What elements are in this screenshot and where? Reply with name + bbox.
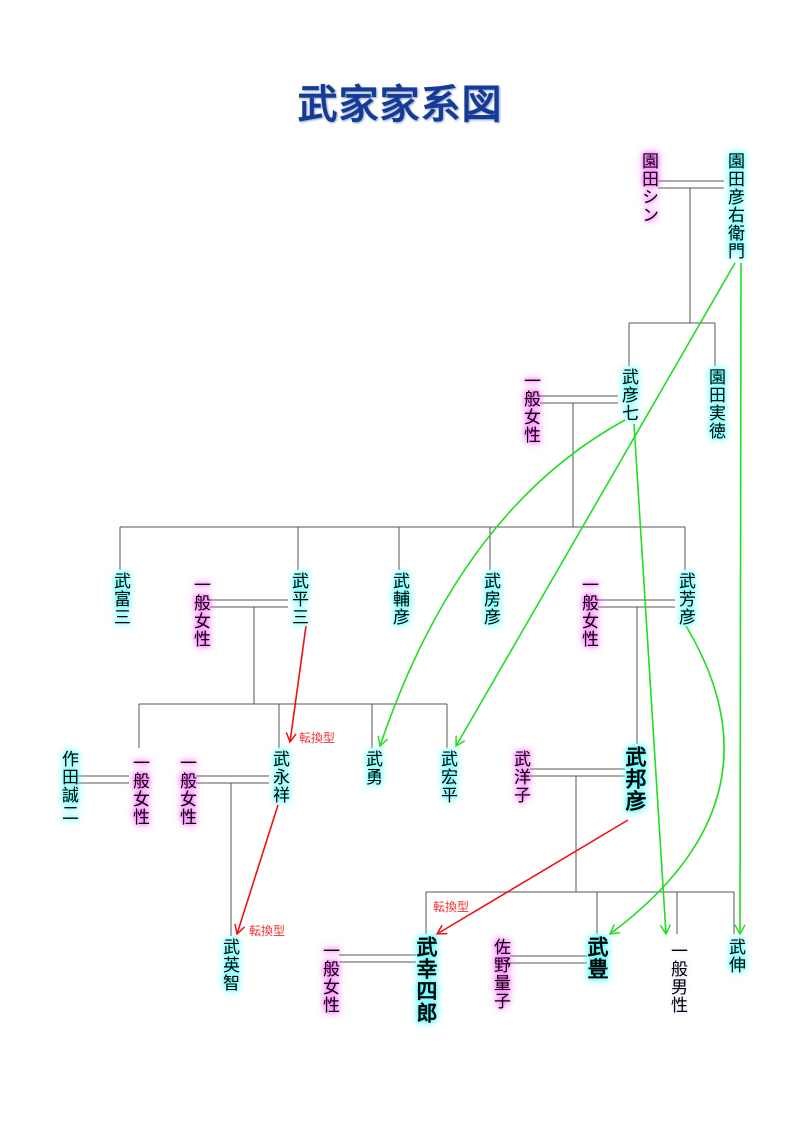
person-take-kohei: 武宏平: [437, 750, 457, 804]
person-sonoda-jitsutoku: 園田実徳: [705, 368, 725, 440]
person-take-hikoshichi: 武彦七: [618, 368, 638, 422]
person-sonoda-shin: 園田シン: [638, 152, 658, 224]
conversion-type-label: 転換型: [249, 924, 286, 938]
person-ippan-josei-6: 一般女性: [319, 942, 339, 1014]
person-take-shin: 武伸: [725, 938, 745, 974]
adoption-arrow-hikoshichi-to-ippan-dansei: [633, 423, 672, 936]
person-take-heizo: 武平三: [288, 572, 308, 626]
person-sakuta-seiji: 作田誠二: [58, 750, 78, 822]
person-ippan-dansei: 一般男性: [667, 942, 687, 1014]
person-ippan-josei-4: 一般女性: [129, 754, 149, 826]
person-take-fusahiko: 武房彦: [480, 572, 500, 626]
person-take-koshiro: 武幸四郎: [414, 936, 439, 1024]
conversion-type-label: 転換型: [299, 731, 336, 745]
adoption-arrow-hikouemon-to-shin: [734, 262, 746, 936]
conversion-arrow-kunihiko-to-koshiro: [435, 819, 629, 935]
person-ippan-josei-2: 一般女性: [190, 576, 210, 648]
page-title: 武家家系図: [297, 81, 503, 128]
person-take-yoshihiko: 武芳彦: [675, 572, 695, 626]
person-ippan-josei-5: 一般女性: [176, 754, 196, 826]
person-sonoda-hikouemon: 園田彦右衛門: [724, 152, 744, 260]
conversion-type-label: 転換型: [433, 900, 470, 914]
person-ippan-josei-1: 一般女性: [520, 372, 540, 444]
adoption-arrow-hikouemon-to-kohei: [455, 262, 736, 748]
person-take-kunihiko: 武邦彦: [623, 746, 648, 812]
conversion-arrow-heizo-to-nagayoshi: [285, 625, 307, 744]
person-take-hidenori: 武英智: [219, 938, 239, 992]
person-ippan-josei-3: 一般女性: [578, 576, 598, 648]
adoption-arrow-hikoshichi-to-isamu: [377, 419, 626, 748]
person-take-sukehiko: 武輔彦: [389, 572, 409, 626]
adoption-arrow-yoshihiko-to-yutaka: [608, 625, 725, 935]
person-take-isamu: 武勇: [362, 750, 382, 786]
person-take-nagayoshi: 武永祥: [269, 750, 289, 804]
person-sano-tomoko: 佐野量子: [490, 938, 510, 1010]
person-take-yutaka: 武豊: [585, 936, 610, 980]
person-take-tomizo: 武富三: [110, 572, 130, 626]
person-take-yoko: 武洋子: [510, 750, 530, 804]
conversion-arrow-nagayoshi-to-hidenori: [234, 804, 279, 936]
